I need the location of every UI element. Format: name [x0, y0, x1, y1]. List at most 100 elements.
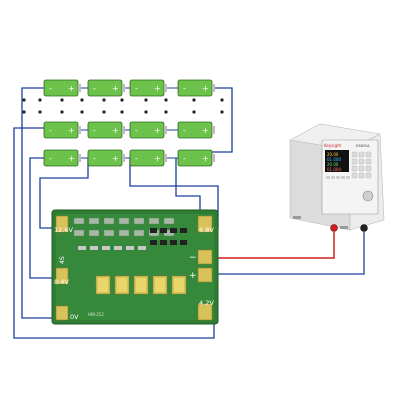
contact-dot [120, 98, 124, 102]
battery-minus-sign: - [183, 154, 186, 163]
label-minus: − [189, 253, 197, 263]
psu-key[interactable] [351, 151, 358, 158]
psu-key[interactable] [365, 151, 372, 158]
wire-psu-positive [206, 232, 335, 259]
smd-component [88, 229, 100, 237]
battery-cell: -+ [177, 149, 215, 167]
psu-screen-line-3: 20.00 [327, 162, 339, 167]
psu-screen [325, 150, 349, 172]
psu-key[interactable] [365, 172, 372, 179]
mosfet-body [117, 278, 127, 292]
wire-to-8v4 [29, 157, 60, 279]
battery-terminal [164, 154, 167, 162]
label-4v2: 4.2V [199, 299, 214, 307]
mosfet-body [136, 278, 146, 292]
battery-cell: -+ [87, 79, 125, 97]
blue-wires [13, 87, 365, 339]
psu-soft-key[interactable] [341, 176, 345, 179]
battery-minus-sign: - [135, 84, 138, 93]
pcb-components [73, 217, 187, 250]
pad-4v2 [197, 303, 213, 321]
battery-cell: -+ [43, 79, 81, 97]
battery-cell: -+ [43, 121, 81, 139]
resistor [90, 246, 98, 250]
battery-cell: -+ [129, 79, 167, 97]
psu-key[interactable] [351, 172, 358, 179]
pad-6v8 [197, 215, 213, 233]
battery-terminal [122, 126, 125, 134]
psu-terminal-negative[interactable] [360, 224, 368, 232]
pad-minus [197, 249, 213, 265]
battery-terminal [78, 84, 81, 92]
psu-keypad [326, 151, 372, 179]
smd-component [73, 229, 85, 237]
psu-key[interactable] [358, 158, 365, 165]
psu-terminal-positive[interactable] [330, 224, 338, 232]
battery-cell: -+ [177, 121, 215, 139]
battery-plus-sign: + [202, 154, 209, 163]
psu-screen-line-4: 01.000 [327, 167, 341, 172]
ic-chip [160, 240, 167, 245]
psu-key[interactable] [358, 151, 365, 158]
pad-8v4 [55, 267, 69, 285]
contact-dot [102, 110, 106, 114]
battery-cell: -+ [87, 149, 125, 167]
battery-plus-sign: + [154, 154, 161, 163]
battery-terminal [212, 84, 215, 92]
smd-component [133, 217, 145, 225]
pad-plus [197, 267, 213, 283]
contact-dot [38, 110, 42, 114]
battery-minus-sign: - [49, 126, 52, 135]
psu-key[interactable] [365, 165, 372, 172]
battery-cell: -+ [129, 121, 167, 139]
mosfet-body [155, 278, 165, 292]
wire-to-4v2 [13, 127, 215, 339]
ic-chip [150, 228, 157, 233]
battery-plus-sign: + [68, 154, 75, 163]
smd-component [118, 217, 130, 225]
label-8v4: 8.4V [54, 278, 69, 286]
ic-chip [180, 228, 187, 233]
battery-plus-sign: + [202, 84, 209, 93]
contact-dot [22, 110, 26, 114]
psu-key[interactable] [351, 158, 358, 165]
resistor [138, 246, 146, 250]
label-plus: + [189, 271, 197, 281]
contact-dot [60, 98, 64, 102]
psu-knob[interactable] [362, 190, 374, 202]
psu-key[interactable] [365, 158, 372, 165]
psu-soft-key[interactable] [336, 176, 340, 179]
contact-dot [80, 98, 84, 102]
psu-soft-key[interactable] [326, 176, 330, 179]
contact-dot [220, 98, 224, 102]
resistor [114, 246, 122, 250]
ic-chip [180, 240, 187, 245]
wire-psu-negative [206, 232, 365, 275]
smd-component [88, 217, 100, 225]
psu-key[interactable] [358, 172, 365, 179]
contact-dot [192, 98, 196, 102]
ic-chip [170, 240, 177, 245]
bms-board: 12.6V 8.4V 0V 6.8V 4.2V − + 4S HW-252 [51, 209, 219, 325]
battery-plus-sign: + [112, 84, 119, 93]
psu-screen-line-2: 01.000 [327, 157, 341, 162]
battery-plus-sign: + [68, 84, 75, 93]
wire-to-0v [21, 87, 60, 319]
psu-soft-key[interactable] [331, 176, 335, 179]
pad-12v6 [55, 215, 69, 233]
psu-soft-key[interactable] [346, 176, 350, 179]
psu-key[interactable] [358, 165, 365, 172]
battery-terminal [212, 154, 215, 162]
ic-chip [150, 240, 157, 245]
psu-key[interactable] [351, 165, 358, 172]
contact-dot [164, 110, 168, 114]
battery-terminal [78, 154, 81, 162]
wire-to-12v6 [39, 158, 89, 229]
contact-dot [144, 110, 148, 114]
power-supply: Keysight E3631A 20.00 01.000 20.00 01.00… [289, 123, 385, 232]
psu-screen-line-1: 20.00 [327, 152, 339, 157]
contact-dot [22, 98, 26, 102]
battery-cell: -+ [43, 149, 81, 167]
battery-minus-sign: - [93, 154, 96, 163]
contact-dot [120, 110, 124, 114]
